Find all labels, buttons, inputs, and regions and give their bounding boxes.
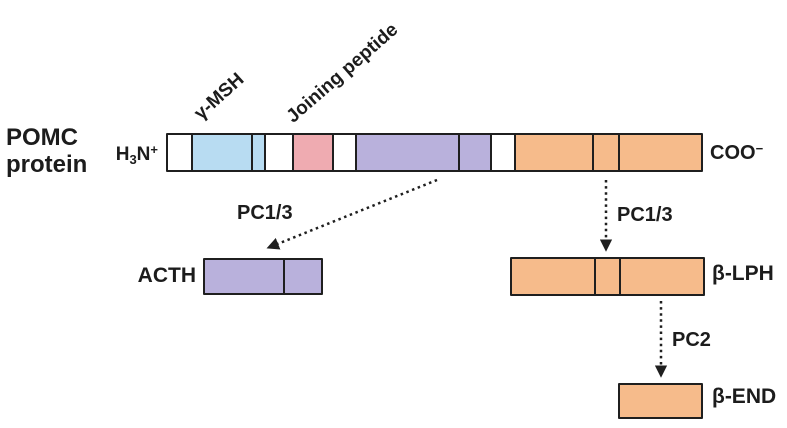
joining-peptide-label: Joining peptide bbox=[282, 19, 403, 128]
bar-segment-white bbox=[266, 135, 294, 170]
enzyme-label-pc13-acth: PC1/3 bbox=[237, 202, 293, 224]
bar-segment-orange bbox=[620, 385, 701, 417]
bar-segment-orange bbox=[594, 135, 621, 170]
bar-segment-purple bbox=[357, 135, 460, 170]
bar-segment-white bbox=[492, 135, 517, 170]
diagram-title-line1: POMC bbox=[6, 124, 78, 151]
n-terminus-h: H bbox=[115, 144, 130, 165]
bar-segment-purple bbox=[284, 260, 321, 293]
c-terminus-superscript: − bbox=[755, 141, 764, 156]
acth-bar bbox=[203, 258, 323, 295]
beta-lph-bar bbox=[510, 257, 705, 296]
enzyme-label-pc13-blph: PC1/3 bbox=[617, 204, 673, 226]
c-terminus-base: COO bbox=[710, 142, 756, 164]
bar-segment-white bbox=[334, 135, 357, 170]
beta-lph-label: β-LPH bbox=[712, 262, 774, 285]
bar-segment-blue bbox=[192, 135, 253, 170]
pomc-protein-bar bbox=[166, 133, 703, 172]
n-terminus-label: H3N+ bbox=[96, 142, 158, 167]
beta-end-bar bbox=[618, 383, 703, 419]
enzyme-label-pc2: PC2 bbox=[672, 329, 711, 351]
bar-segment-purple bbox=[205, 260, 285, 293]
bar-segment-purple bbox=[459, 135, 493, 170]
c-terminus-label: COO− bbox=[710, 141, 763, 165]
n-terminus-subscript: 3 bbox=[129, 152, 137, 167]
bar-segment-orange bbox=[621, 259, 703, 294]
bar-segment-orange bbox=[516, 135, 595, 170]
bar-segment-orange bbox=[512, 259, 596, 294]
acth-label: ACTH bbox=[137, 264, 196, 287]
n-terminus-superscript: + bbox=[150, 142, 158, 157]
diagram-title: POMC protein bbox=[6, 124, 87, 178]
bar-segment-orange bbox=[620, 135, 702, 170]
n-terminus-n: N bbox=[136, 144, 151, 165]
bar-segment-blue bbox=[252, 135, 267, 170]
beta-end-label: β-END bbox=[712, 385, 777, 408]
bar-segment-white bbox=[168, 135, 193, 170]
arrow-pomc-to-acth bbox=[266, 178, 438, 250]
bar-segment-pink bbox=[294, 135, 335, 170]
bar-segment-orange bbox=[595, 259, 622, 294]
gamma-msh-label: γ-MSH bbox=[190, 69, 249, 125]
diagram-title-line2: protein bbox=[6, 151, 88, 178]
